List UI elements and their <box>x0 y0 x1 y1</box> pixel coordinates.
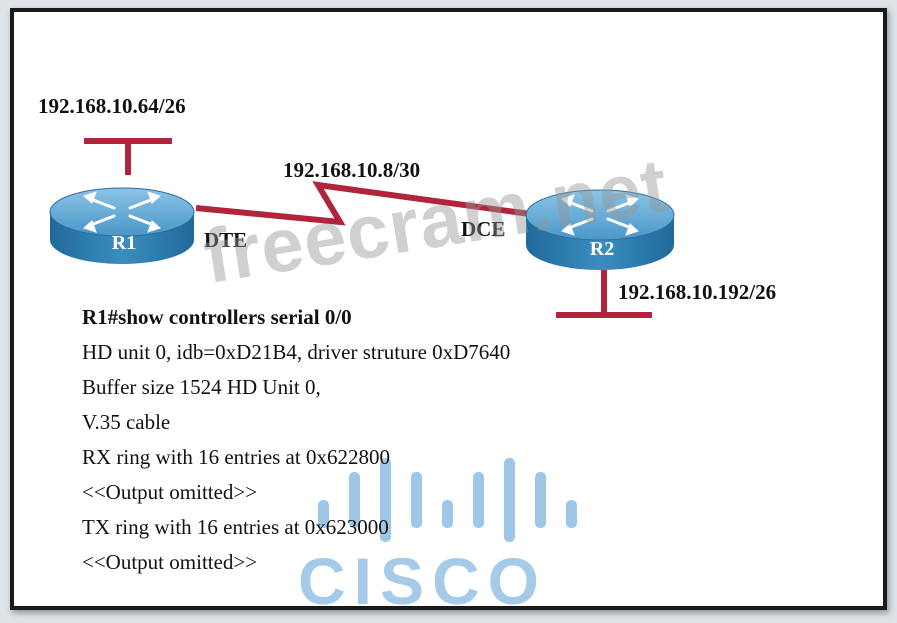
serial-link <box>195 181 531 226</box>
r1-dte-label: DTE <box>204 228 248 252</box>
output-line: TX ring with 16 entries at 0x623000 <box>82 515 389 539</box>
cisco-logo-text: CISCO <box>298 544 548 618</box>
r1-lan-network-label: 192.168.10.64/26 <box>38 94 186 118</box>
r1-lan-segment <box>84 138 172 175</box>
command-output: R1#show controllers serial 0/0 HD unit 0… <box>82 300 510 580</box>
router-r1-icon <box>49 187 195 264</box>
router-r2-name: R2 <box>590 238 614 260</box>
r2-dce-label: DCE <box>461 217 506 241</box>
cisco-logo-bars <box>318 458 577 542</box>
output-line: <<Output omitted>> <box>82 550 258 574</box>
router-r1-name: R1 <box>112 232 136 254</box>
output-line: V.35 cable <box>82 410 171 434</box>
output-line: <<Output omitted>> <box>82 480 258 504</box>
output-line: Buffer size 1524 HD Unit 0, <box>82 375 321 399</box>
r2-lan-segment <box>556 270 652 318</box>
output-line: R1#show controllers serial 0/0 <box>82 305 352 329</box>
router-r2-icon <box>525 189 675 270</box>
output-line: RX ring with 16 entries at 0x622800 <box>82 445 390 469</box>
output-line: HD unit 0, idb=0xD21B4, driver struture … <box>82 340 511 364</box>
r2-lan-network-label: 192.168.10.192/26 <box>618 280 777 304</box>
wan-network-label: 192.168.10.8/30 <box>283 158 421 182</box>
